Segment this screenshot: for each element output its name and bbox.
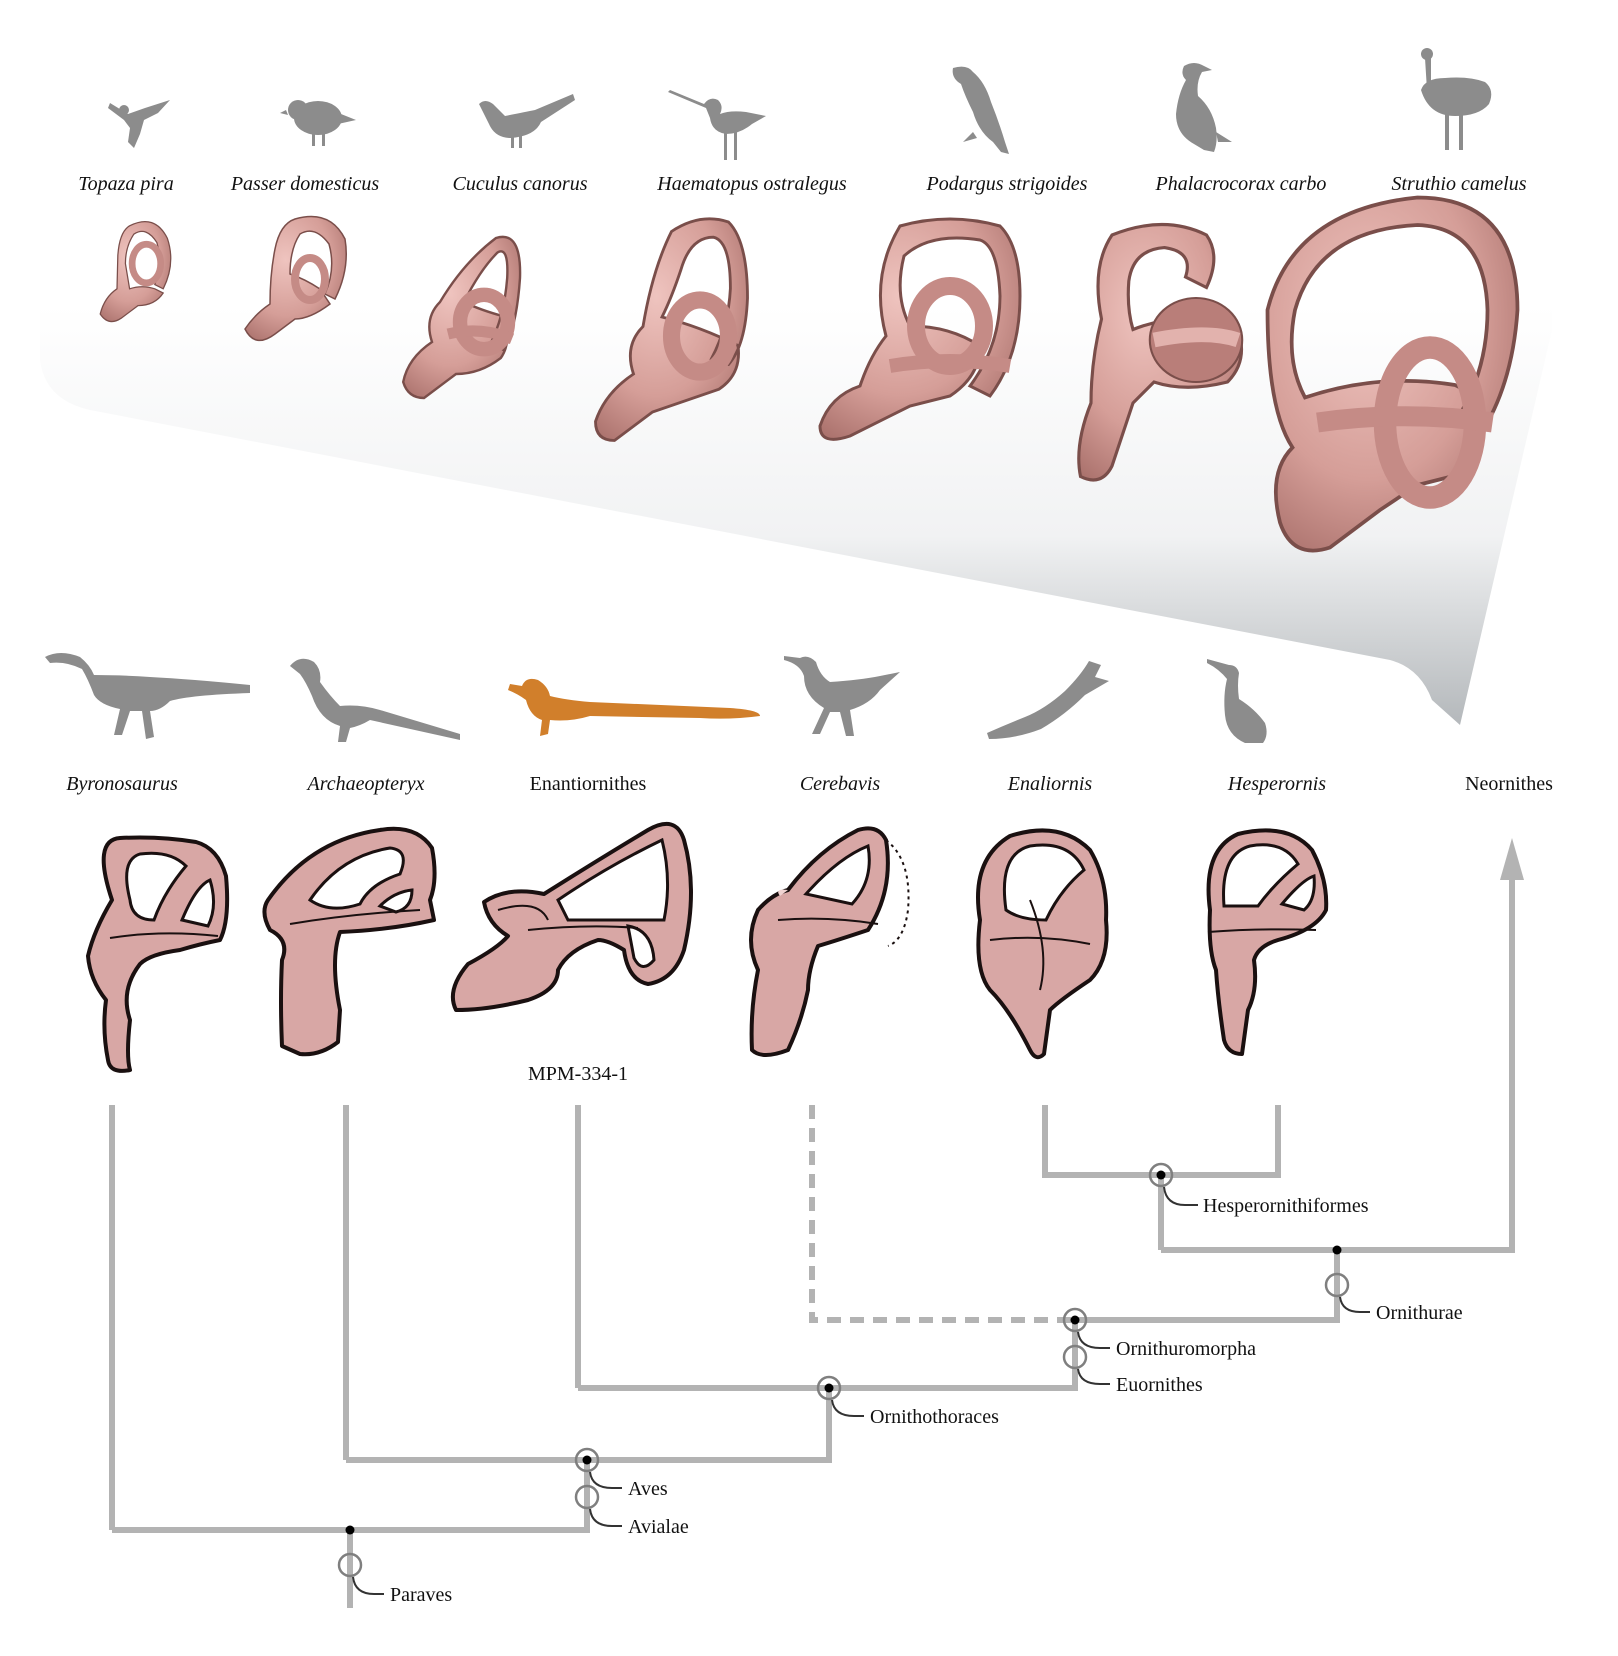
branch-cerebavis	[809, 1105, 1075, 1323]
inner-ear-render	[401, 235, 522, 400]
hummingbird-silhouette	[108, 100, 170, 148]
inner-ear-drawing	[1206, 828, 1329, 1056]
species-label: Podargus strigoides	[926, 173, 1088, 195]
inner-ear-render	[594, 217, 749, 442]
hesperornis-silhouette	[1207, 659, 1267, 743]
neornithes-expansion-fan	[40, 305, 1552, 725]
leader-line	[1077, 1331, 1110, 1349]
cormorant-silhouette	[1176, 63, 1232, 152]
species-label: Passer domesticus	[230, 173, 380, 195]
node-ornithurae	[1324, 1245, 1350, 1298]
inner-ear-render	[818, 217, 1022, 441]
ostrich-silhouette	[1421, 48, 1492, 150]
taxon-label: Neornithes	[1465, 773, 1553, 795]
inner-ear-drawing	[451, 821, 693, 1012]
leader-line	[1077, 1368, 1110, 1385]
leader-line	[589, 1471, 622, 1489]
sparrow-silhouette	[280, 100, 356, 146]
clade-label: Paraves	[390, 1584, 452, 1606]
branch-ornithuromorpha	[578, 1320, 1078, 1391]
phylogenetic-tree: Hesperornithiformes Ornithurae Ornithuro…	[109, 838, 1524, 1608]
inner-ear-drawing	[262, 826, 437, 1057]
branch-ornithothoraces	[346, 1388, 832, 1463]
leader-line	[1339, 1296, 1370, 1313]
inner-ear-drawing	[976, 828, 1109, 1060]
leader-line	[352, 1576, 384, 1595]
branch-ornithurae	[1075, 1250, 1340, 1323]
inner-ear-render	[1077, 223, 1244, 482]
species-label: Haematopus ostralegus	[656, 173, 847, 195]
taxon-label: Enantiornithes	[530, 773, 647, 795]
clade-label: Euornithes	[1116, 1374, 1203, 1396]
taxon-label: Archaeopteryx	[306, 773, 425, 795]
node-hesperornithiformes	[1148, 1162, 1174, 1188]
taxon-label: Byronosaurus	[66, 773, 178, 795]
leader-line	[589, 1508, 622, 1527]
clade-label: Ornithurae	[1376, 1302, 1463, 1324]
modern-inner-ear-renders	[99, 195, 1520, 553]
species-label: Topaza pira	[78, 173, 173, 195]
clade-label: Ornithothoraces	[870, 1406, 999, 1428]
leader-line	[831, 1399, 864, 1417]
fossil-silhouettes	[45, 653, 1267, 743]
branch-neornithes	[1161, 880, 1515, 1253]
node-aves	[574, 1447, 600, 1510]
node-paraves	[337, 1525, 363, 1578]
specimen-label: MPM-334-1	[528, 1063, 628, 1085]
neornithes-arrow-head	[1500, 838, 1524, 880]
modern-bird-silhouettes	[108, 48, 1492, 160]
frogmouth-silhouette	[952, 66, 1009, 154]
inner-ear-drawing	[86, 835, 230, 1073]
species-label: Struthio camelus	[1392, 173, 1527, 195]
archaeopteryx-silhouette	[290, 658, 460, 742]
oystercatcher-silhouette	[668, 90, 766, 160]
modern-species-labels: Topaza pira Passer domesticus Cuculus ca…	[78, 173, 1526, 195]
species-label: Phalacrocorax carbo	[1155, 173, 1327, 195]
taxon-label: Hesperornis	[1227, 773, 1326, 795]
clade-label: Ornithuromorpha	[1116, 1338, 1256, 1360]
node-ornithuromorpha	[1062, 1307, 1088, 1370]
fossil-taxon-labels: Byronosaurus Archaeopteryx Enantiornithe…	[66, 773, 1553, 795]
branch-aves	[112, 1460, 590, 1533]
leader-line	[1163, 1186, 1198, 1206]
cerebavis-silhouette	[784, 656, 900, 736]
inner-ear-render	[244, 215, 347, 342]
taxon-label: Enaliornis	[1007, 773, 1093, 795]
enaliornis-silhouette	[987, 661, 1109, 739]
species-label: Cuculus canorus	[453, 173, 588, 195]
cuckoo-silhouette	[479, 94, 575, 148]
clade-label: Aves	[628, 1478, 668, 1500]
clade-label: Hesperornithiformes	[1203, 1195, 1369, 1217]
node-ornithothoraces	[816, 1375, 842, 1401]
inner-ear-render	[99, 221, 172, 323]
inner-ear-render	[1265, 195, 1520, 553]
taxon-label: Cerebavis	[800, 773, 881, 795]
troodontid-silhouette	[45, 653, 250, 739]
fossil-inner-ear-drawings	[86, 821, 1329, 1073]
enantiornithine-silhouette	[508, 678, 760, 736]
inner-ear-drawing	[749, 826, 910, 1057]
clade-label: Avialae	[628, 1516, 689, 1538]
